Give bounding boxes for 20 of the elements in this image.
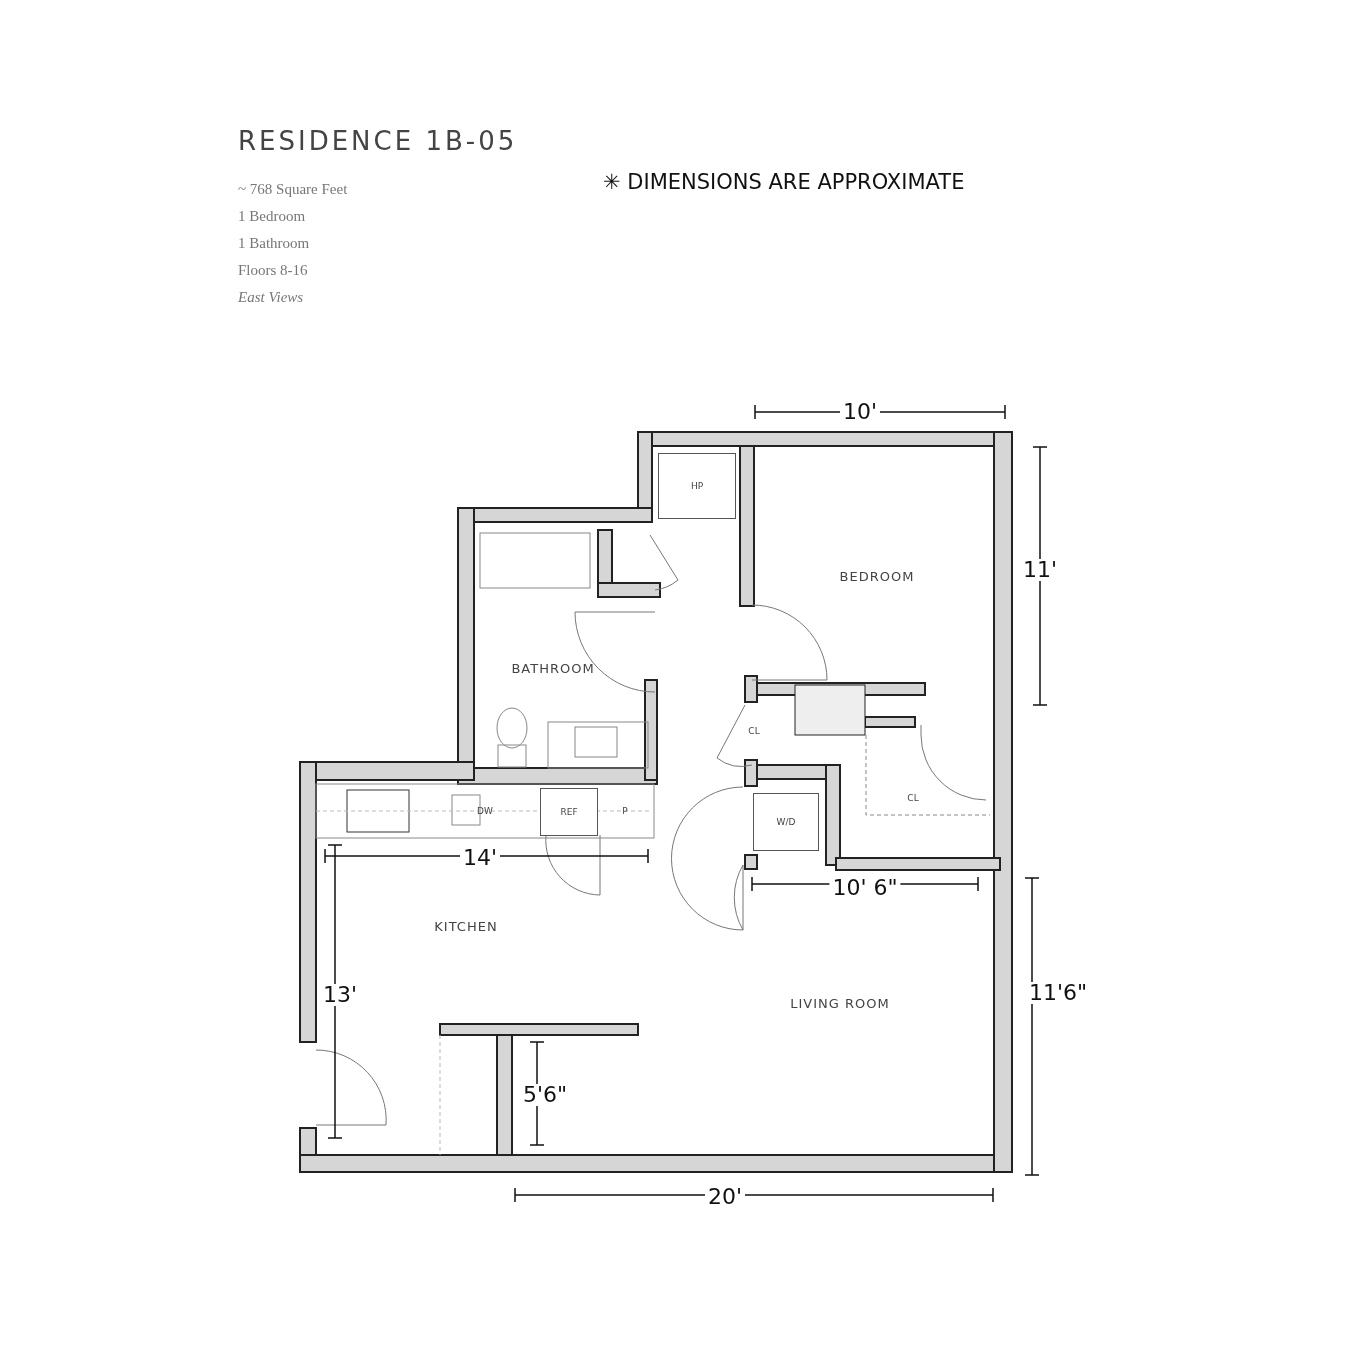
appliance-box — [540, 788, 598, 836]
info-text: 1 Bathroom — [238, 236, 310, 251]
appliance-label: P — [622, 806, 628, 816]
appliance-label: REF — [560, 807, 578, 817]
appliance-label: W/D — [776, 817, 796, 827]
info-text: ~ 768 Square Feet — [238, 182, 348, 197]
info-text: 1 Bedroom — [238, 209, 306, 224]
room-label: BATHROOM — [511, 661, 595, 675]
appliance-label: DW — [477, 806, 493, 816]
info-text: Floors 8-16 — [238, 263, 308, 278]
room-label: CL — [748, 726, 760, 736]
room-label: LIVING ROOM — [790, 996, 890, 1010]
title: RESIDENCE 1B-05 — [238, 128, 518, 154]
room-label: BEDROOM — [839, 569, 915, 583]
appliance-box — [658, 453, 736, 519]
appliance-box — [753, 793, 819, 851]
info-text: East Views — [238, 290, 304, 305]
room-label: CL — [907, 793, 919, 803]
appliance-label: HP — [690, 481, 704, 491]
room-label: KITCHEN — [434, 919, 498, 933]
